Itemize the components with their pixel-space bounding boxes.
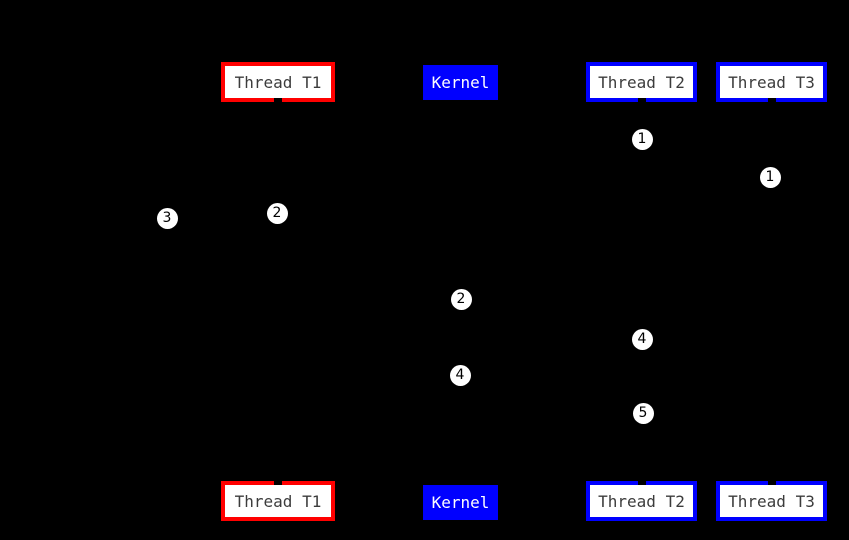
thread-t3-box-bottom: Thread T3 xyxy=(716,481,827,521)
step-marker-2: 2 xyxy=(450,288,472,310)
step-marker-1: 1 xyxy=(631,128,653,150)
thread-t3-label-bottom: Thread T3 xyxy=(728,491,815,511)
step-marker-4: 4 xyxy=(631,328,653,350)
lifeline-stub xyxy=(274,98,282,105)
thread-t3-label-top: Thread T3 xyxy=(728,72,815,92)
step-marker-1: 1 xyxy=(759,166,781,188)
thread-t2-label-top: Thread T2 xyxy=(598,72,685,92)
thread-t2-box-bottom: Thread T2 xyxy=(586,481,697,521)
thread-t1-box-top: Thread T1 xyxy=(221,62,335,102)
kernel-label-bottom: Kernel xyxy=(431,493,490,512)
step-marker-5: 5 xyxy=(632,402,654,424)
kernel-label-top: Kernel xyxy=(431,73,490,92)
thread-t1-box-bottom: Thread T1 xyxy=(221,481,335,521)
thread-t1-label-bottom: Thread T1 xyxy=(234,491,322,511)
lifeline-stub xyxy=(767,478,776,485)
thread-t2-box-top: Thread T2 xyxy=(586,62,697,102)
step-marker-3: 3 xyxy=(156,207,178,229)
kernel-box-bottom: Kernel xyxy=(423,485,498,520)
thread-t3-box-top: Thread T3 xyxy=(716,62,827,102)
step-marker-2: 2 xyxy=(266,202,288,224)
thread-t2-label-bottom: Thread T2 xyxy=(598,491,685,511)
lifeline-stub xyxy=(274,478,282,485)
lifeline-stub xyxy=(637,478,646,485)
lifeline-stub xyxy=(637,98,646,105)
kernel-box-top: Kernel xyxy=(423,65,498,100)
step-marker-4: 4 xyxy=(449,364,471,386)
lifeline-stub xyxy=(767,98,776,105)
thread-t1-label-top: Thread T1 xyxy=(234,72,322,92)
